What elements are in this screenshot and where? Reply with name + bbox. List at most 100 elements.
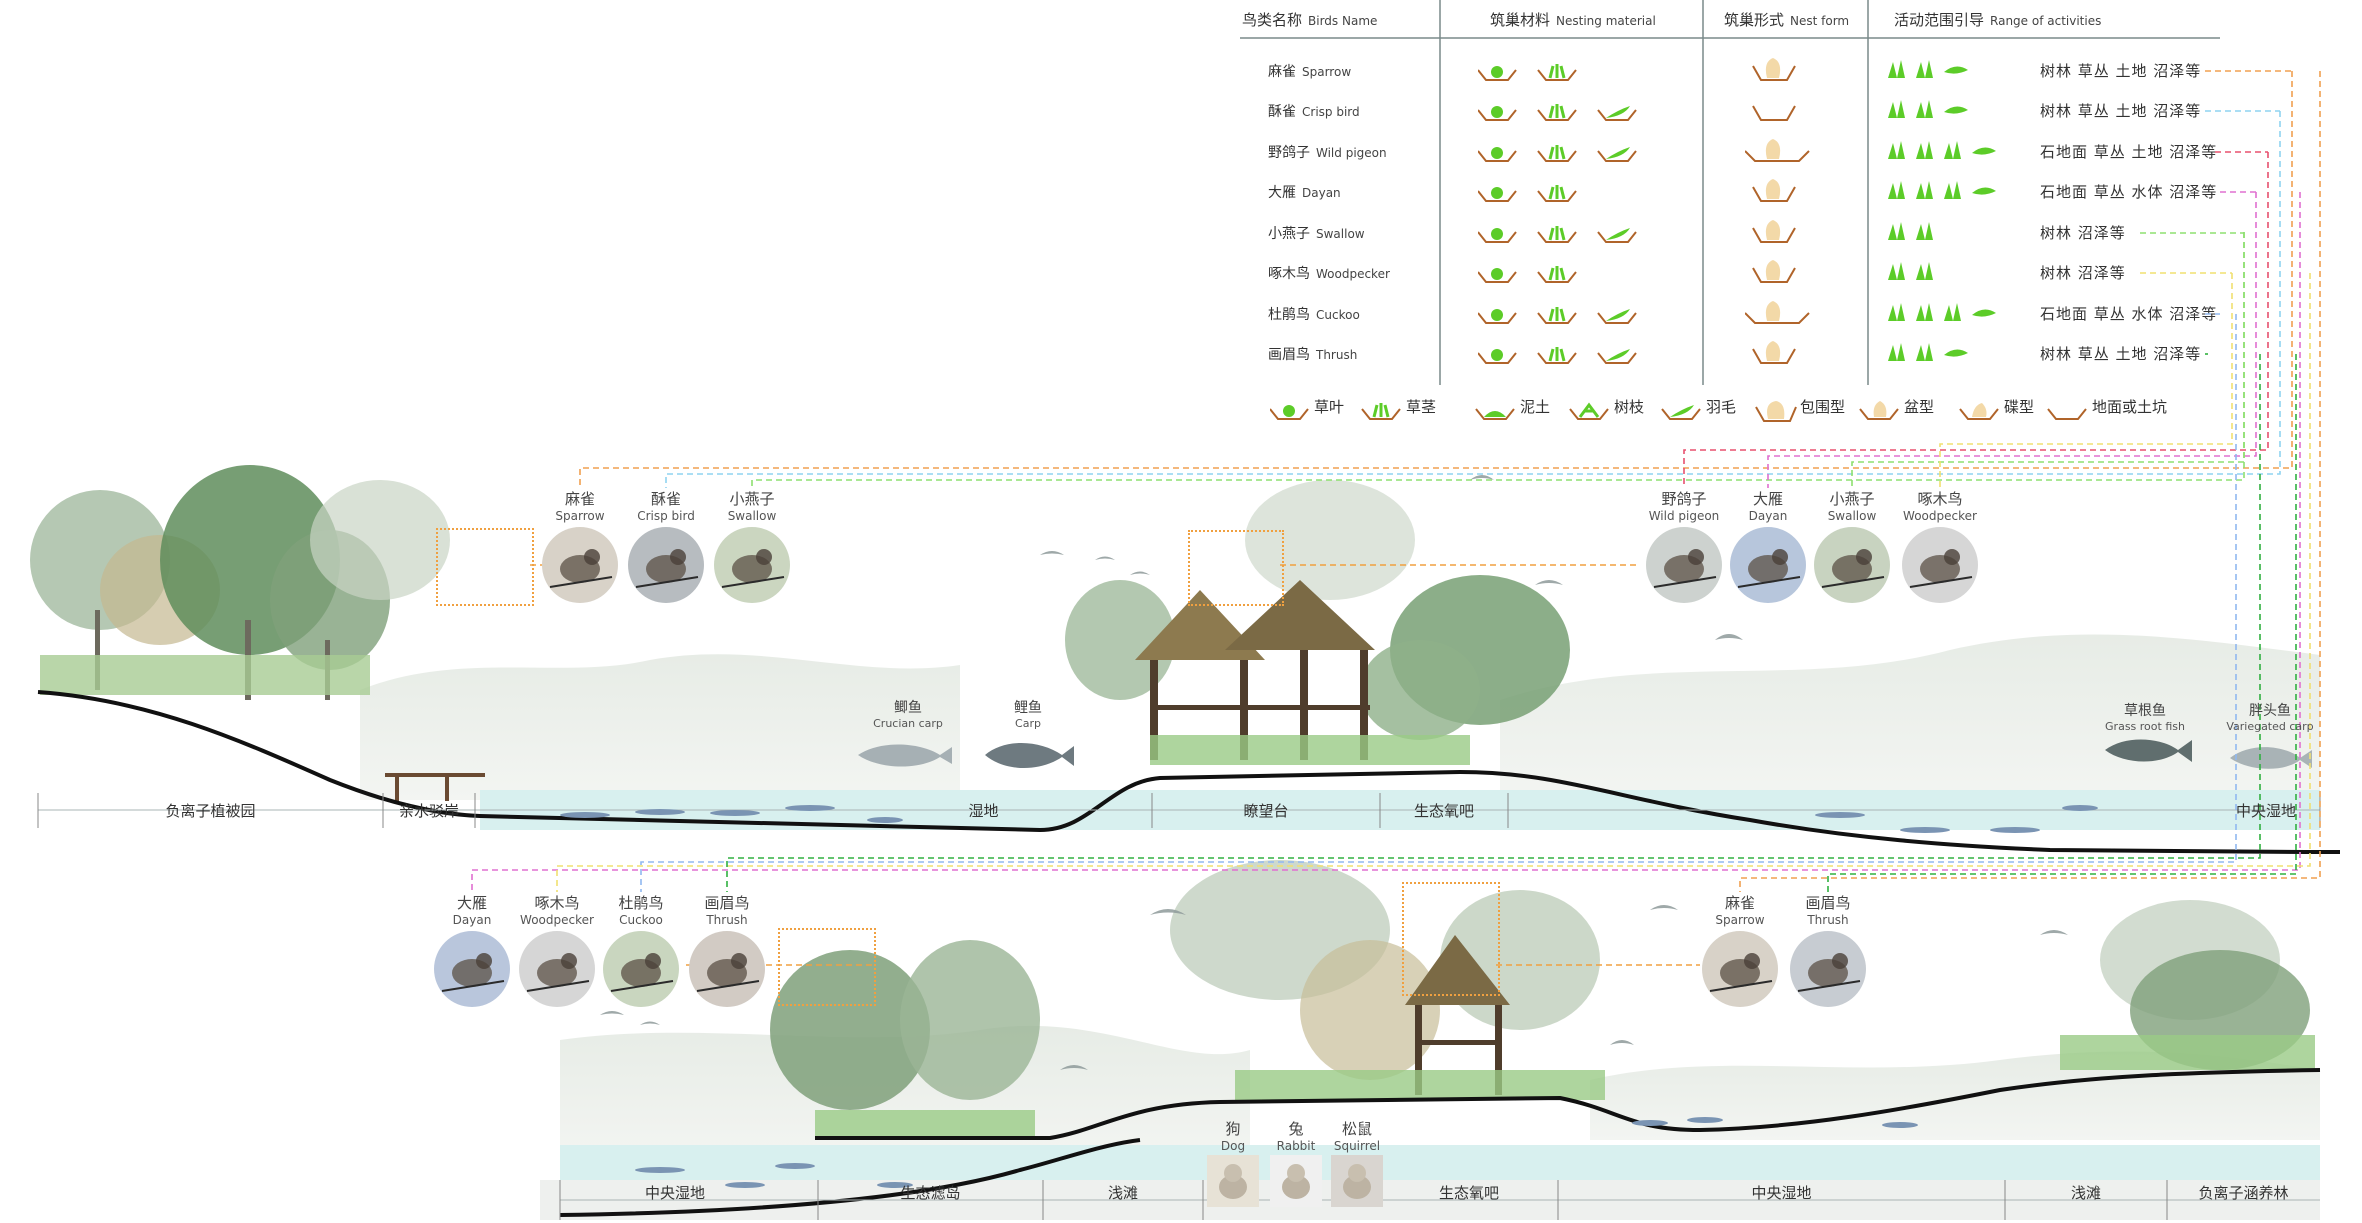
connector-line — [471, 192, 2301, 892]
top-watchtower — [1135, 580, 1375, 760]
bird-photo-circle — [1790, 931, 1866, 1007]
row-material-icons — [1478, 307, 1637, 324]
row-activity-range: 树林 草丛 土地 沼泽等 — [2040, 102, 2202, 120]
nest-material-icon — [1478, 66, 1517, 81]
top-section — [30, 465, 2340, 854]
bird-name-en: Thrush — [706, 913, 748, 927]
nest-material-icon — [1537, 347, 1577, 364]
legend-grass-stem: 草茎 — [1406, 398, 1437, 416]
connector-line — [665, 111, 2281, 488]
top-hero-fish — [858, 739, 2312, 769]
bird-photo-circle — [603, 931, 679, 1007]
row-range-icons — [1888, 181, 1996, 199]
animal-photo — [1270, 1155, 1322, 1207]
nest-material-icon — [1537, 185, 1577, 202]
zone-eco-filter-island: 生态滤岛 — [900, 1184, 961, 1202]
bird-name-en: Swallow — [1827, 509, 1877, 523]
bird-photo-circle — [434, 931, 510, 1007]
row-range-icons — [1888, 343, 1968, 361]
bird-name-en: Dayan — [452, 913, 492, 927]
top-jetty — [385, 773, 485, 801]
bird-photo-circle — [1646, 527, 1722, 603]
table-lines — [1240, 0, 2220, 385]
connector-line — [640, 314, 2237, 892]
nest-material-icon — [1478, 268, 1517, 283]
callout-box-top-center — [1188, 530, 1284, 606]
bird-name-cn: 啄木鸟 — [534, 894, 580, 912]
zone-waterfront-bank: 亲水驳岸 — [398, 802, 459, 820]
animal-photo — [1207, 1155, 1259, 1207]
row-range-icons — [1888, 141, 1996, 159]
zone-shoal-2: 浅滩 — [2070, 1184, 2101, 1202]
nest-material-icon — [1478, 349, 1517, 364]
callout-box-bottom-center — [1402, 882, 1500, 996]
row-range-icons — [1888, 303, 1996, 321]
bird-photo-circle — [542, 527, 618, 603]
nest-material-icon — [1537, 226, 1577, 243]
bird-photo-circle — [1902, 527, 1978, 603]
legend-ground-pit: 地面或土坑 — [2092, 398, 2168, 416]
bird-photo-circle — [714, 527, 790, 603]
row-material-icons — [1478, 64, 1577, 81]
zone-wetland: 湿地 — [968, 802, 999, 820]
nest-material-icon — [1478, 147, 1517, 162]
connector-line — [579, 71, 2293, 488]
zone-lookout: 瞭望台 — [1243, 802, 1289, 820]
bird-name-cn: 小燕子 — [729, 490, 775, 508]
nest-material-icon — [1478, 106, 1517, 121]
zone-shoal: 浅滩 — [1107, 1184, 1138, 1202]
nest-material-icon — [1478, 187, 1517, 202]
zone-bottom-central-wetland-2: 中央湿地 — [1751, 1184, 1812, 1202]
row-range-icons — [1888, 222, 1933, 240]
bird-photo-circle — [519, 931, 595, 1007]
row-material-icons — [1478, 145, 1637, 162]
row-nest-form-icon — [1752, 179, 1796, 202]
row-nest-form-icon — [1745, 301, 1810, 324]
row-material-icons — [1478, 104, 1637, 121]
bottom-water — [560, 1145, 2320, 1185]
connector-line — [1939, 273, 2233, 488]
zone-conservation-forest: 负离子涵养林 — [2198, 1184, 2289, 1202]
legend-soil: 泥土 — [1520, 398, 1551, 416]
nest-material-icon — [1537, 64, 1577, 81]
flying-birds — [600, 475, 2068, 1070]
nest-material-icon — [1537, 307, 1577, 324]
top-grass-center — [1150, 735, 1470, 765]
bird-name-cn: 大雁 — [1752, 490, 1783, 508]
animal-name-cn: 狗 — [1225, 1120, 1241, 1138]
animal-name-cn: 兔 — [1288, 1120, 1304, 1138]
bird-name-cn: 野鸽子 — [1661, 490, 1707, 508]
bottom-watchtower — [1405, 935, 1510, 1095]
bird-photo-circle — [1814, 527, 1890, 603]
animal-name-en: Rabbit — [1276, 1139, 1316, 1153]
row-activity-range: 石地面 草丛 水体 沼泽等 — [2040, 183, 2218, 201]
bird-name-cn: 麻雀 — [564, 490, 595, 508]
bird-name-en: Cuckoo — [619, 913, 663, 927]
row-nest-form-icon — [1752, 58, 1796, 81]
legend-basin: 盆型 — [1904, 398, 1935, 416]
row-nest-form-icon — [1752, 260, 1796, 283]
top-trees-left — [30, 465, 450, 700]
nest-material-icon — [1478, 228, 1517, 243]
